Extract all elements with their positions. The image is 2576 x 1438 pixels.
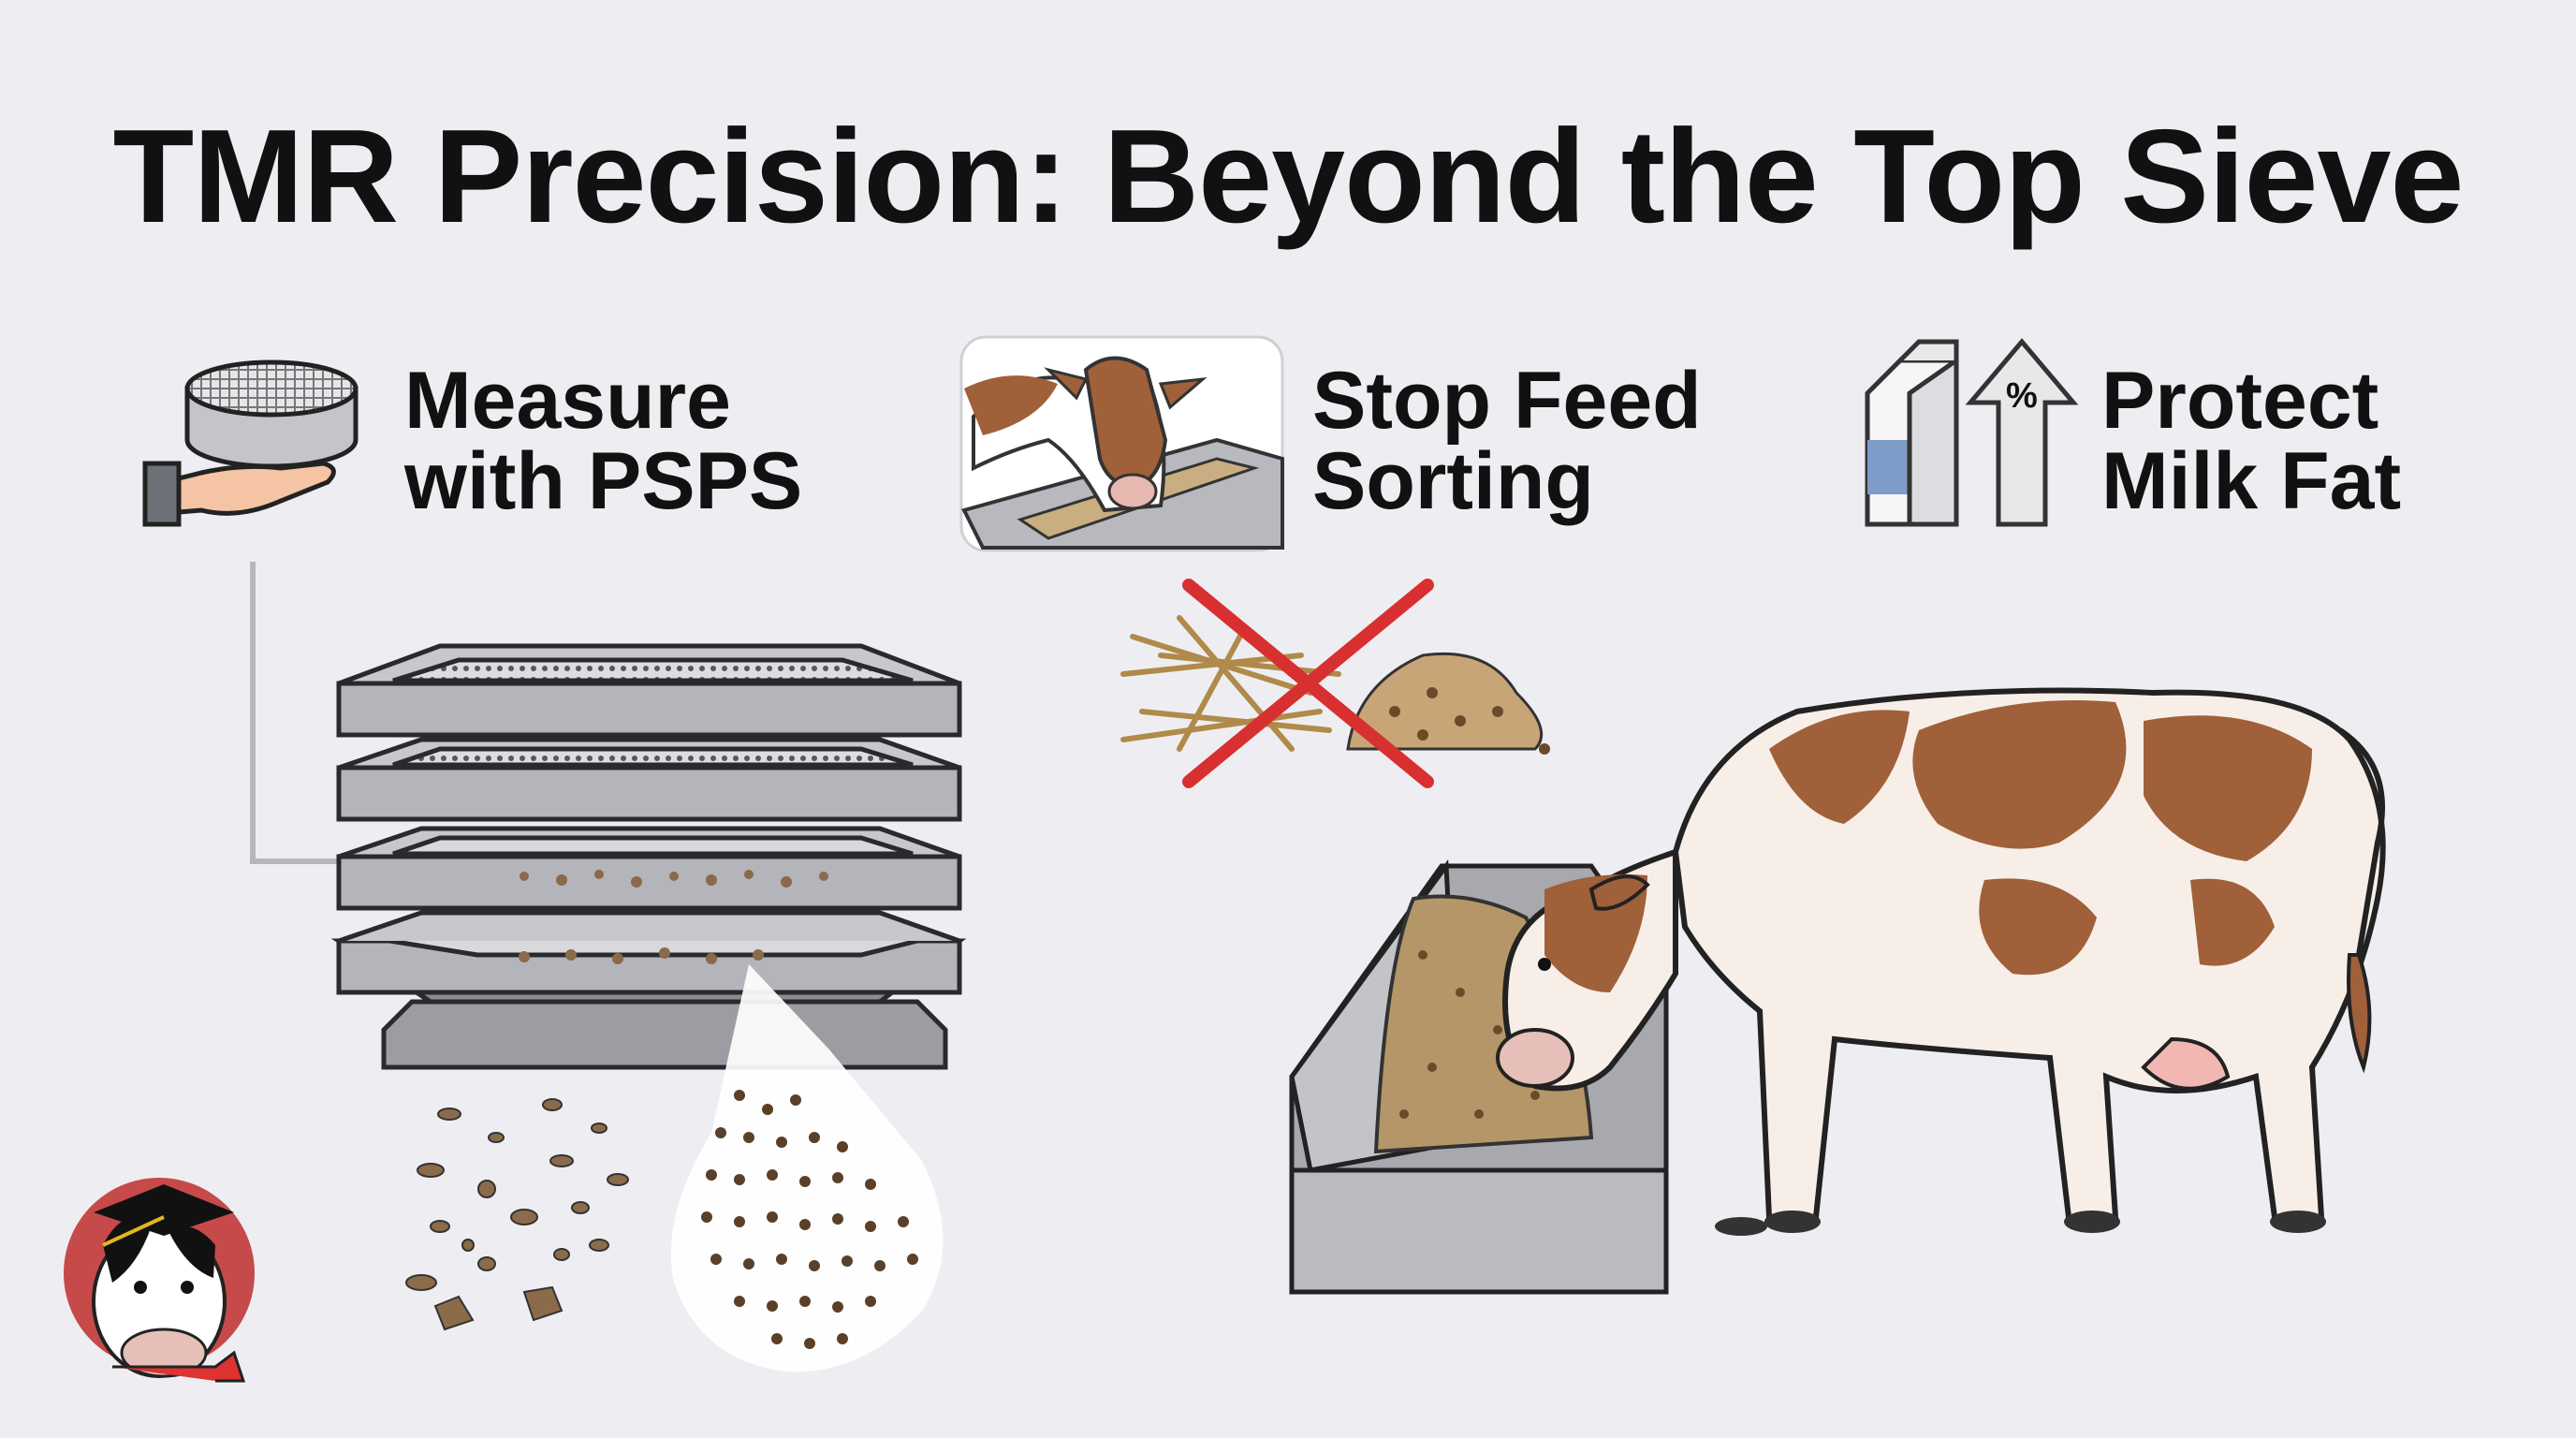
point-measure-label: Measure with PSPS (404, 360, 802, 521)
falling-particles (405, 1098, 629, 1331)
point-measure-line2: with PSPS (404, 436, 803, 526)
point-milkfat-line1: Protect (2101, 356, 2379, 446)
cow-graduate-mascot (64, 1178, 255, 1383)
point-milkfat-line2: Milk Fat (2101, 436, 2402, 526)
psps-sieve-stack (330, 643, 967, 1070)
point-measure-line1: Measure (404, 356, 731, 446)
percent-glyph: % (2006, 376, 2038, 416)
magnified-particles-drop (670, 964, 944, 1372)
point-sorting-line2: Sorting (1312, 436, 1594, 526)
feed-sorting-crossed (1120, 579, 1550, 788)
point-sorting-line1: Stop Feed (1312, 356, 1702, 446)
dairy-cow-feeding (1496, 687, 2386, 1236)
milk-carton-up-arrow-icon: % (1865, 338, 2079, 527)
sieve-particles (519, 870, 828, 964)
sieve-in-hand-icon (142, 360, 359, 527)
point-milkfat-label: Protect Milk Fat (2101, 360, 2401, 521)
point-sorting-label: Stop Feed Sorting (1312, 360, 1702, 521)
connector-line (250, 562, 342, 864)
cow-at-bunk-icon (959, 335, 1284, 552)
page-title: TMR Precision: Beyond the Top Sieve (112, 102, 2465, 251)
